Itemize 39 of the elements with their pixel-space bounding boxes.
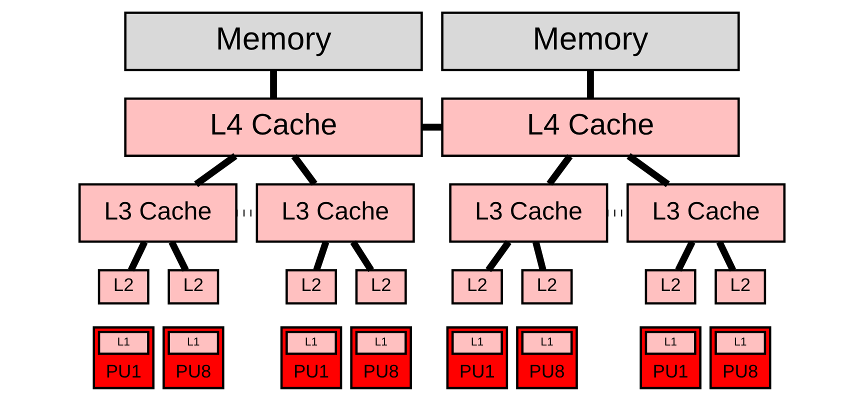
node-box: L1 [355, 330, 407, 355]
node-box: L2 [714, 269, 766, 305]
node-box: L4 Cache [124, 97, 423, 157]
connector [270, 70, 277, 98]
connector [313, 240, 330, 272]
connector [291, 154, 318, 186]
connector [486, 240, 512, 272]
connector [350, 240, 374, 272]
node-box: L3 Cache [256, 183, 415, 243]
connector [194, 153, 238, 188]
node-box: L3 Cache [626, 183, 786, 243]
connector [128, 240, 148, 272]
node-box: L1 [451, 330, 503, 355]
connector [532, 241, 546, 272]
node-box: L2 [355, 269, 407, 305]
node-box: L2 [451, 269, 503, 305]
node-box: L4 Cache [441, 97, 740, 157]
node-box: L1 [286, 330, 338, 355]
connector [168, 240, 189, 272]
node-box: L2 [521, 269, 573, 305]
node-box: L1 [714, 330, 766, 355]
connector [546, 154, 573, 186]
node-box: L1 [644, 330, 696, 355]
node-box: Memory [441, 12, 740, 72]
node-box: L2 [98, 269, 150, 305]
node-box: L1 [98, 330, 150, 355]
node-box: L2 [286, 269, 338, 305]
node-box: L3 Cache [449, 183, 608, 243]
connector [675, 240, 696, 272]
connector [716, 240, 736, 272]
node-box: Memory [124, 12, 423, 72]
node-box: L2 [644, 269, 696, 305]
node-box: L1 [168, 330, 220, 355]
node-box: L2 [168, 269, 220, 305]
node-box: L1 [521, 330, 573, 355]
connector [587, 70, 594, 98]
node-box: L3 Cache [78, 183, 238, 243]
connector [422, 124, 442, 131]
connector [626, 153, 670, 188]
